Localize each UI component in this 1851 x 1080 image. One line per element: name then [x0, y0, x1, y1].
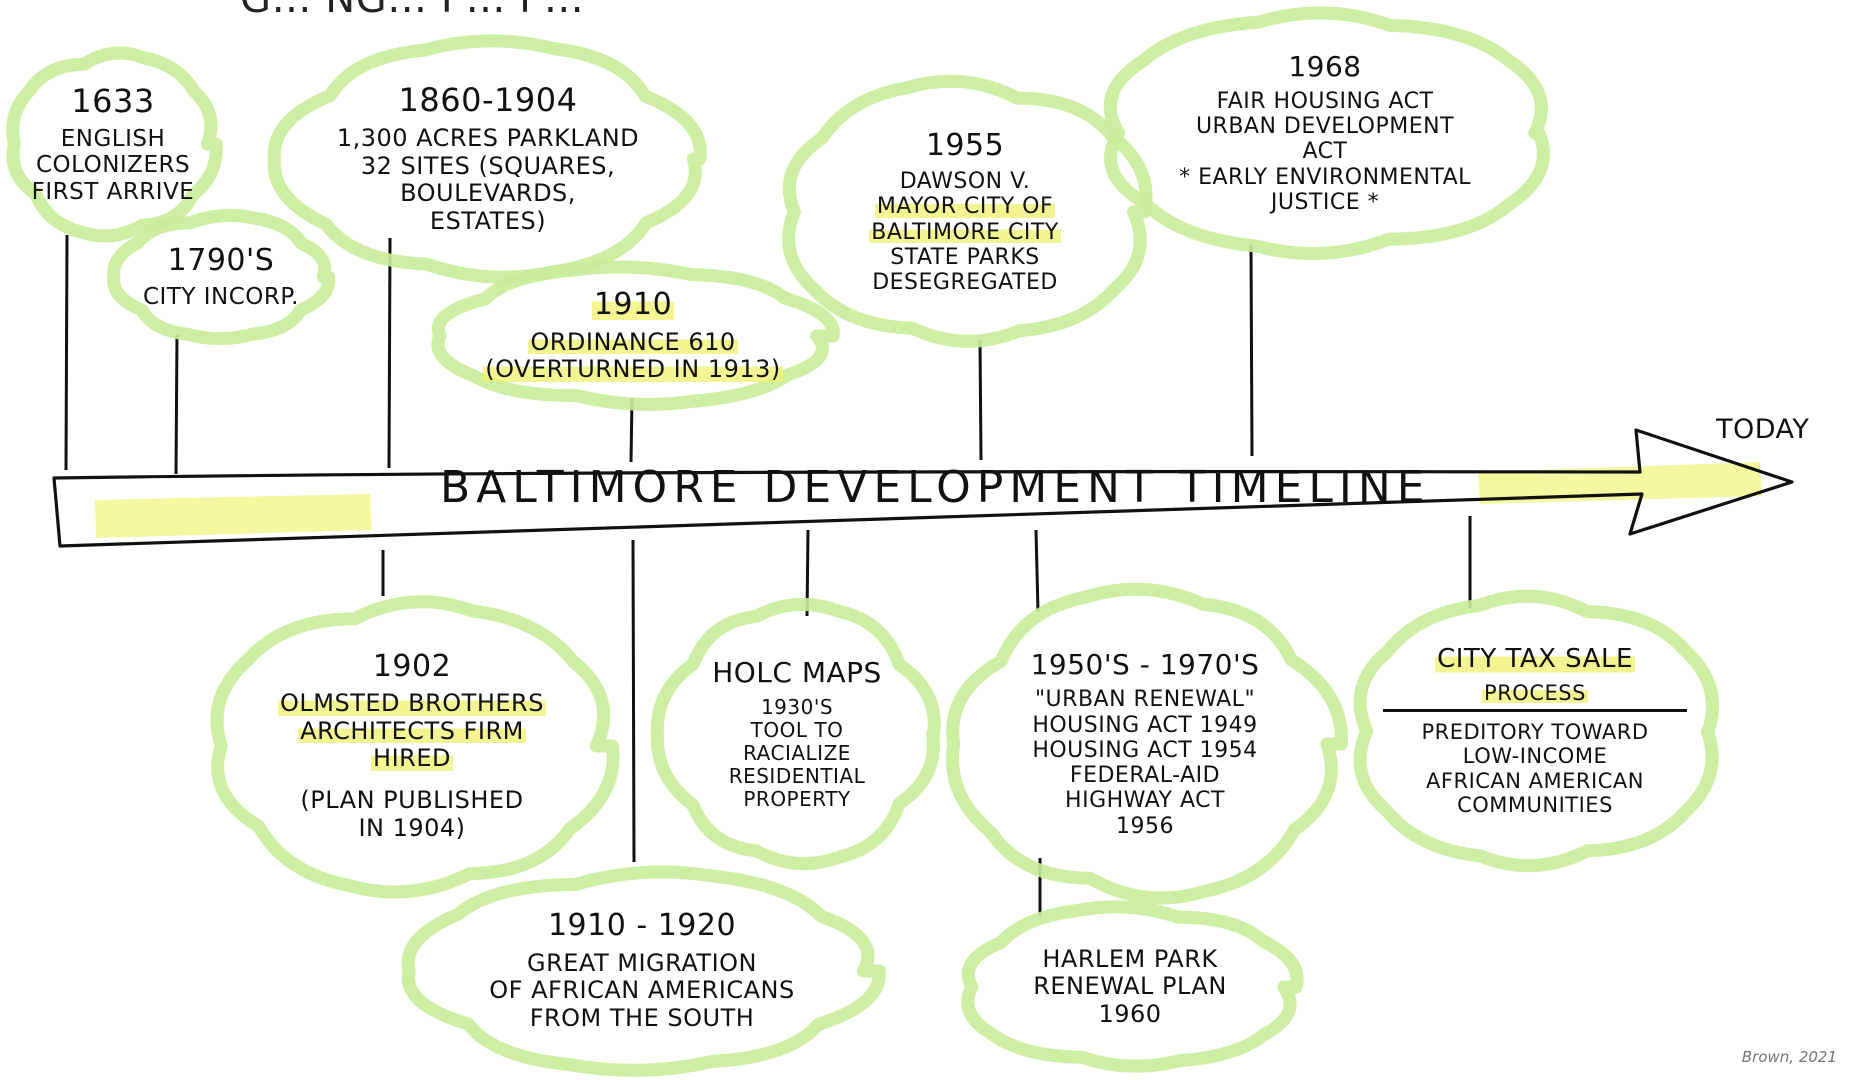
credit-label: Brown, 2021: [1741, 1048, 1837, 1066]
bubble-outline: [650, 597, 941, 871]
event-line: HIGHWAY ACT: [1065, 788, 1225, 814]
event-line: AFRICAN AMERICAN: [1426, 768, 1644, 793]
event-line: "URBAN RENEWAL": [1034, 687, 1256, 713]
event-year: 1902: [372, 648, 452, 684]
event-line: COMMUNITIES: [1457, 792, 1613, 817]
connector-1955: [978, 339, 983, 461]
event-line: DESEGREGATED: [872, 270, 1058, 296]
event-line: 1,300 ACRES PARKLAND: [336, 124, 640, 153]
event-divider: [1383, 709, 1687, 713]
event-line: URBAN DEVELOPMENT: [1195, 114, 1455, 140]
connector-1950s: [1034, 529, 1040, 613]
connector-1910-1920: [631, 539, 636, 863]
event-line: COLONIZERS: [35, 152, 191, 179]
bubble-outline: [210, 595, 620, 899]
connector-1968: [1249, 244, 1254, 457]
connector-1790s: [174, 334, 179, 475]
bubble-outline: [782, 74, 1153, 348]
event-year: 1955: [925, 127, 1005, 163]
event-line: CITY INCORP.: [143, 284, 299, 311]
event-line: ARCHITECTS FIRM: [298, 716, 526, 746]
event-line: PREDITORY TOWARD: [1421, 720, 1649, 745]
connector-1860-1904: [387, 237, 392, 469]
event-bubble-holc: HOLC MAPS 1930'sTOOL TORACIALIZERESIDENTI…: [650, 597, 941, 871]
today-label: TODAY: [1716, 414, 1810, 445]
event-line: OF AFRICAN AMERICANS: [489, 976, 795, 1005]
event-year: 1910 - 1920: [547, 908, 737, 944]
event-line: OLMSTED BROTHERS: [278, 689, 546, 718]
event-line: 1960: [1098, 999, 1162, 1028]
event-line: (OVERTURNED IN 1913): [483, 355, 783, 384]
event-line: * EARLY ENVIRONMENTAL: [1179, 164, 1471, 190]
event-year: HOLC MAPS: [712, 656, 882, 690]
event-line: HOUSING ACT 1949: [1032, 712, 1258, 738]
event-line: ACT: [1302, 139, 1348, 165]
page-title-partial: g… ng… p… p…: [240, 0, 584, 22]
connectors-top: [64, 234, 1254, 475]
event-line: GREAT MIGRATION: [526, 948, 757, 977]
event-line: RENEWAL PLAN: [1033, 972, 1227, 1001]
bubble-outline: [1353, 589, 1720, 873]
arrow-body: [52, 428, 1794, 548]
event-line: JUSTICE *: [1270, 190, 1380, 216]
event-line: STATE PARKS: [890, 244, 1040, 270]
bubble-outline: [431, 260, 840, 411]
connector-1633: [64, 234, 69, 471]
event-bubble-1950s-1970s: 1950's - 1970's"URBAN RENEWAL"HOUSING AC…: [946, 582, 1348, 905]
bubble-outline: [1103, 6, 1550, 261]
event-line: ENGLISH: [60, 125, 166, 152]
event-line: DAWSON V.: [899, 169, 1031, 194]
event-line: TOOL TO: [750, 717, 844, 742]
event-line: HOUSING ACT 1954: [1032, 737, 1258, 763]
event-line: MAYOR CITY OF: [874, 194, 1056, 220]
event-line: IN 1904): [358, 813, 466, 842]
bubble-outline: [961, 900, 1304, 1073]
event-line: BOULEVARDS,: [400, 179, 576, 208]
event-year: 1910: [591, 287, 675, 323]
event-year: 1860-1904: [398, 81, 578, 120]
bubble-outline: [107, 208, 336, 346]
event-line: HIRED: [371, 744, 453, 774]
event-year: 1968: [1288, 49, 1362, 83]
event-year: 1790's: [167, 242, 275, 278]
event-line: 1930's: [760, 694, 834, 719]
arrow-highlight-left: [95, 494, 372, 538]
event-line: ESTATES): [429, 206, 547, 235]
event-year: CITY TAX SALE: [1435, 644, 1635, 676]
event-line: RACIALIZE: [743, 740, 851, 765]
event-year: 1633: [71, 81, 155, 120]
event-line: FAIR HOUSING ACT: [1216, 88, 1434, 114]
event-line: FEDERAL-AID: [1069, 763, 1221, 789]
event-year: 1950's - 1970's: [1030, 648, 1260, 682]
event-line: 32 SITES (SQUARES,: [360, 151, 616, 180]
event-line: ORDINANCE 610: [528, 327, 738, 357]
event-line: LOW-INCOME: [1462, 744, 1608, 769]
bubble-outline: [946, 582, 1348, 905]
event-line: FROM THE SOUTH: [529, 1004, 755, 1033]
event-line: FIRST ARRIVE: [31, 178, 195, 205]
event-line: 1956: [1116, 813, 1174, 839]
event-line: (PLAN PUBLISHED: [300, 786, 524, 815]
bubble-outline: [401, 865, 886, 1077]
event-line: HARLEM PARK: [1042, 944, 1218, 973]
timeline-title: BALTIMORE DEVELOPMENT TIMELINE: [440, 462, 1431, 513]
event-line: PROCESS: [1482, 681, 1588, 706]
event-line: BALTIMORE CITY: [869, 219, 1061, 245]
event-line: RESIDENTIAL: [728, 763, 866, 788]
event-bubble-1790s: 1790'sCITY INCORP.: [107, 208, 336, 346]
event-line: PROPERTY: [743, 786, 851, 811]
